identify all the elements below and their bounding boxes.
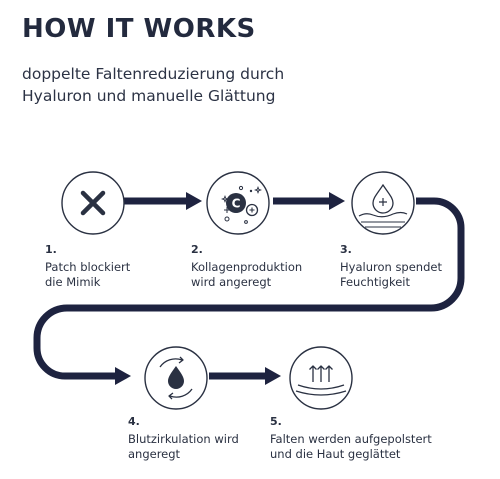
step-1-number: 1. <box>45 243 57 256</box>
step-3-line-2: Feuchtigkeit <box>340 275 410 289</box>
step-1-line-1: Patch blockiert <box>45 260 131 274</box>
flow-connectors <box>33 197 465 380</box>
step-2-number: 2. <box>191 243 203 256</box>
arrowhead-2-3 <box>329 192 345 210</box>
subtitle-line-1: doppelte Faltenreduzierung durch <box>22 65 285 83</box>
step-4-text: Blutzirkulation wird angeregt <box>128 432 278 462</box>
hydration-drop-icon <box>351 171 415 235</box>
arrowhead-4-5 <box>265 367 281 385</box>
x-icon <box>61 171 125 235</box>
step-3-line-1: Hyaluron spendet <box>340 260 442 274</box>
arrowhead-3-4 <box>115 367 131 385</box>
page-title: HOW IT WORKS <box>22 14 256 44</box>
step-2-line-2: wird angeregt <box>191 275 272 289</box>
connector-3-4 <box>33 197 465 380</box>
step-3-number: 3. <box>340 243 352 256</box>
step-4-line-1: Blutzirkulation wird <box>128 432 239 446</box>
arrowhead-1-2 <box>186 192 202 210</box>
step-5-line-2: und die Haut geglättet <box>270 447 401 461</box>
step-5-text: Falten werden aufgepolstert und die Haut… <box>270 432 470 462</box>
subtitle-line-2: Hyaluron und manuelle Glättung <box>22 87 276 105</box>
step-1-line-2: die Mimik <box>45 275 101 289</box>
step-5-number: 5. <box>270 415 282 428</box>
collagen-sparkle-icon: C <box>206 171 270 235</box>
step-2-line-1: Kollagenproduktion <box>191 260 303 274</box>
step-5-line-1: Falten werden aufgepolstert <box>270 432 432 446</box>
step-4-number: 4. <box>128 415 140 428</box>
subtitle: doppelte Faltenreduzierung durch Hyaluro… <box>22 63 442 107</box>
skin-lift-icon <box>289 346 353 410</box>
step-1-text: Patch blockiert die Mimik <box>45 260 195 290</box>
step-3-text: Hyaluron spendet Feuchtigkeit <box>340 260 490 290</box>
collagen-letter: C <box>232 197 241 211</box>
step-4-line-2: angeregt <box>128 447 181 461</box>
flow-arrowheads <box>115 192 345 385</box>
step-2-text: Kollagenproduktion wird angeregt <box>191 260 341 290</box>
circulation-drop-icon <box>144 346 208 410</box>
